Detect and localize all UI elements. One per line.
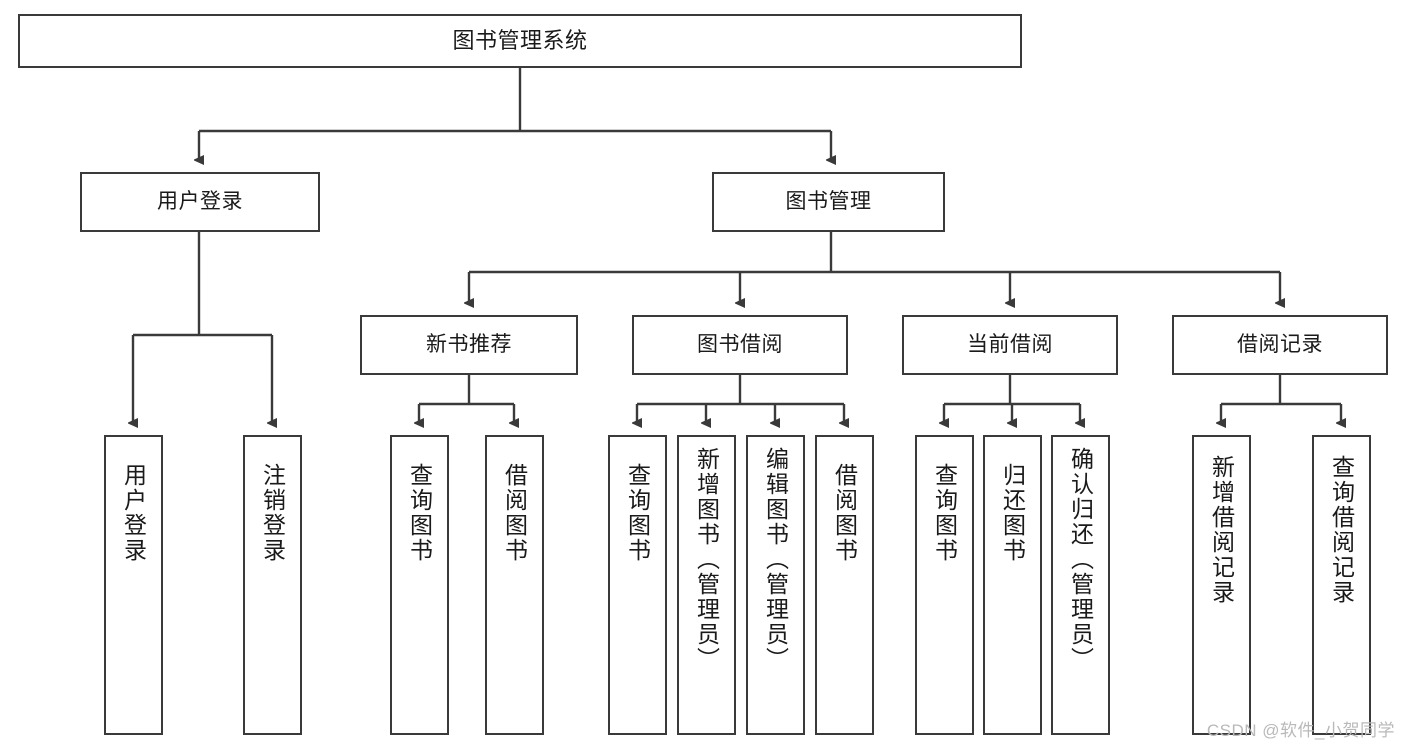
leaf-borrow-query-book-label: 查询图书 [624,463,651,563]
node-user-login[interactable]: 用户登录 [80,172,320,232]
leaf-borrow-edit-book[interactable]: 编辑图书（管理员） [746,435,805,735]
node-new-book-recommend[interactable]: 新书推荐 [360,315,578,375]
node-current-borrow-label: 当前借阅 [967,333,1053,357]
node-book-management[interactable]: 图书管理 [712,172,945,232]
leaf-record-query[interactable]: 查询借阅记录 [1312,435,1371,735]
leaf-new-book-query-label: 查询图书 [406,463,433,563]
leaf-current-query-book[interactable]: 查询图书 [915,435,974,735]
leaf-borrow-edit-book-label: 编辑图书（管理员） [762,447,789,672]
node-borrow-record-label: 借阅记录 [1237,333,1323,357]
leaf-record-add-label: 新增借阅记录 [1208,455,1235,605]
node-user-login-label: 用户登录 [157,190,243,214]
node-new-book-recommend-label: 新书推荐 [426,333,512,357]
leaf-borrow-add-book[interactable]: 新增图书（管理员） [677,435,736,735]
leaf-current-confirm-return-label: 确认归还（管理员） [1067,447,1094,672]
leaf-user-login-logout[interactable]: 注销登录 [243,435,302,735]
leaf-record-add[interactable]: 新增借阅记录 [1192,435,1251,735]
leaf-current-query-book-label: 查询图书 [931,463,958,563]
leaf-borrow-query-book[interactable]: 查询图书 [608,435,667,735]
leaf-user-login-login-label: 用户登录 [120,463,147,563]
leaf-user-login-logout-label: 注销登录 [259,463,286,563]
leaf-borrow-add-book-label: 新增图书（管理员） [693,447,720,672]
leaf-borrow-borrow-book-label: 借阅图书 [831,463,858,563]
leaf-new-book-query[interactable]: 查询图书 [390,435,449,735]
leaf-borrow-borrow-book[interactable]: 借阅图书 [815,435,874,735]
leaf-record-query-label: 查询借阅记录 [1328,455,1355,605]
node-book-management-label: 图书管理 [785,190,872,214]
leaf-current-confirm-return[interactable]: 确认归还（管理员） [1051,435,1110,735]
node-root-label: 图书管理系统 [452,27,588,53]
leaf-new-book-borrow[interactable]: 借阅图书 [485,435,544,735]
leaf-current-return-book-label: 归还图书 [999,463,1026,563]
node-current-borrow[interactable]: 当前借阅 [902,315,1118,375]
leaf-user-login-login[interactable]: 用户登录 [104,435,163,735]
watermark-text: CSDN @软件_小贺同学 [1206,721,1395,740]
node-borrow-record[interactable]: 借阅记录 [1172,315,1388,375]
node-root[interactable]: 图书管理系统 [18,14,1022,68]
leaf-new-book-borrow-label: 借阅图书 [501,463,528,563]
node-book-borrow[interactable]: 图书借阅 [632,315,848,375]
leaf-current-return-book[interactable]: 归还图书 [983,435,1042,735]
node-book-borrow-label: 图书借阅 [697,333,783,357]
